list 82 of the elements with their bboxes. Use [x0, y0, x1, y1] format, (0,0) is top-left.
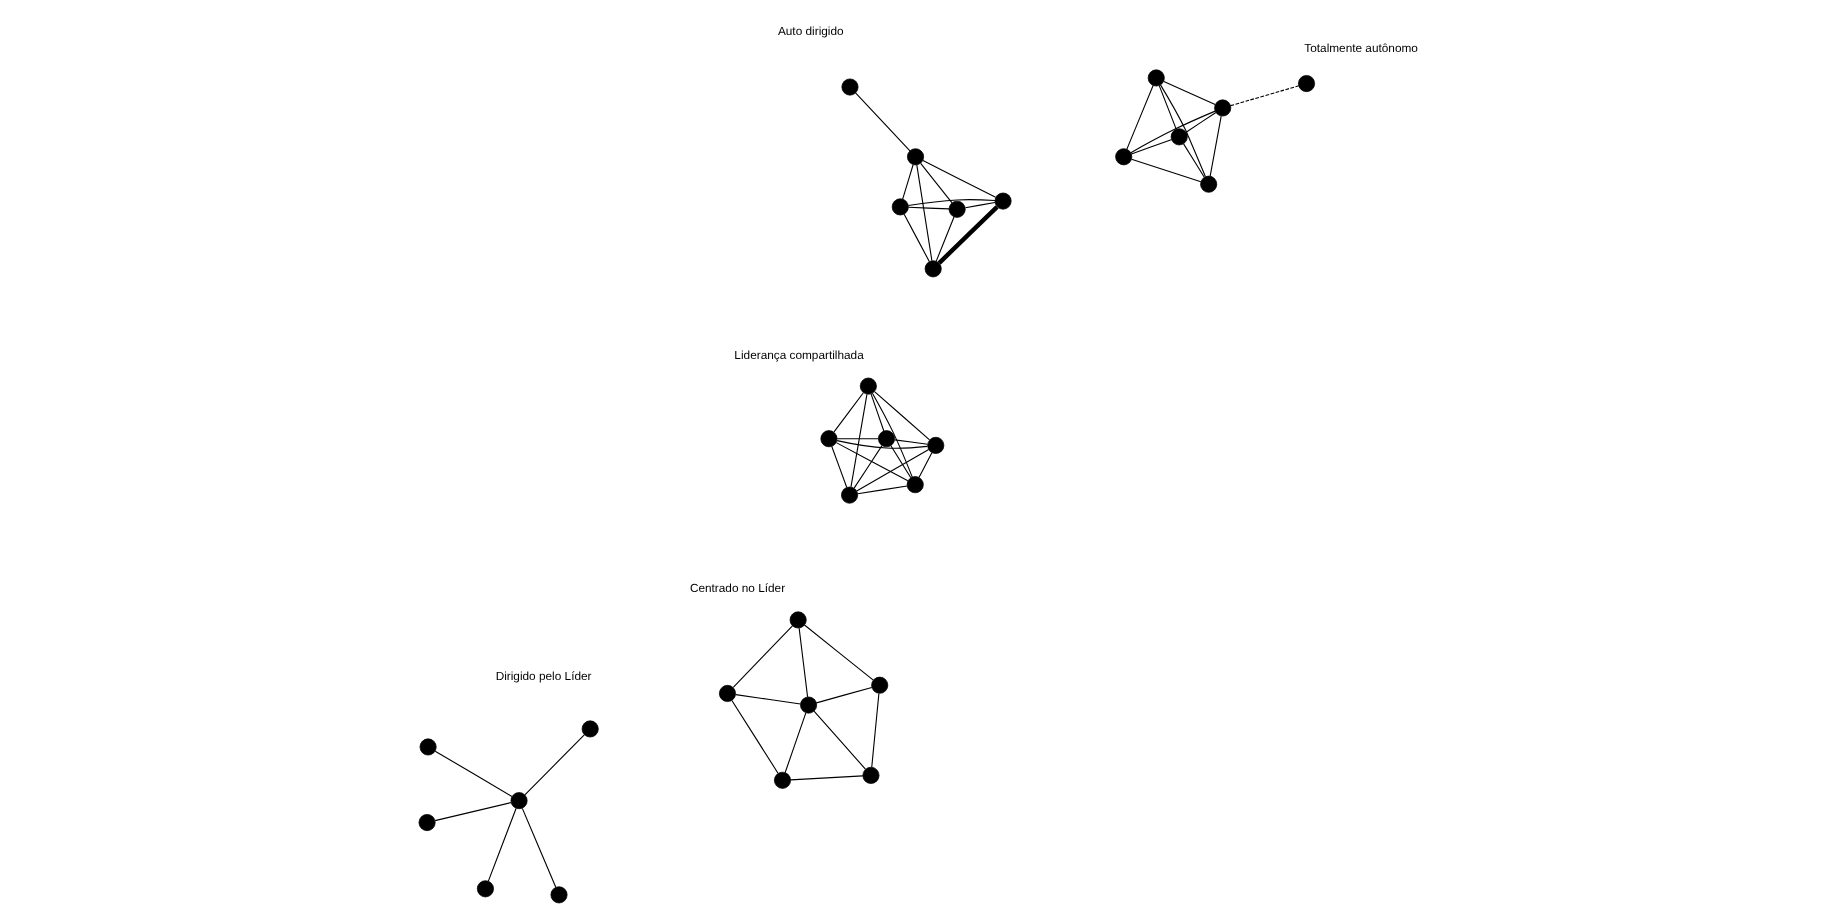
node-circle [1169, 128, 1187, 146]
connector [814, 686, 872, 704]
connector [849, 393, 867, 488]
connector [936, 205, 998, 265]
connector [520, 807, 556, 888]
node-circle [905, 476, 923, 494]
connector [1229, 85, 1299, 107]
connector [1184, 111, 1216, 133]
connector [730, 699, 778, 774]
connector [856, 485, 907, 495]
connector [852, 445, 882, 489]
connector [835, 438, 878, 440]
connector [917, 452, 932, 479]
node-circle [549, 886, 567, 904]
connector [802, 624, 873, 681]
connector [963, 201, 995, 209]
node-circle [580, 720, 598, 738]
connector [915, 164, 932, 262]
node-circle [799, 696, 817, 714]
node-circle [1199, 175, 1217, 193]
connector [906, 206, 949, 210]
connector [1129, 110, 1215, 154]
connector [812, 710, 865, 770]
connector [834, 442, 908, 482]
node-circle [926, 436, 944, 454]
node-circle [475, 880, 493, 898]
node-circle [840, 486, 858, 504]
node-circle [870, 676, 888, 694]
connector [789, 775, 863, 781]
connector [921, 160, 996, 198]
node-circle [947, 200, 965, 218]
connector [1182, 143, 1204, 178]
node-circle [819, 430, 837, 448]
connector [901, 164, 913, 200]
connector [832, 392, 863, 433]
connector [1157, 85, 1176, 130]
connector [1162, 80, 1215, 106]
node-circle [858, 377, 876, 395]
node-circle [890, 198, 908, 216]
connector [1158, 84, 1205, 178]
node-circle [1213, 99, 1231, 117]
connector [893, 439, 928, 445]
connector [889, 445, 911, 479]
connector [855, 448, 929, 492]
connector [934, 216, 954, 262]
connector [830, 445, 847, 488]
node-circle [877, 430, 894, 448]
node-circle [923, 260, 941, 278]
node-circle [509, 792, 527, 810]
node-circle [1146, 69, 1164, 87]
connector [1130, 158, 1201, 183]
connector [734, 694, 801, 705]
node-circle [418, 738, 436, 756]
node-circle [993, 192, 1011, 210]
connector [869, 393, 884, 432]
connector [1208, 115, 1221, 177]
node-circle [1297, 75, 1314, 93]
node-circle [840, 78, 858, 96]
connector [906, 199, 995, 207]
connector [870, 692, 879, 768]
node-circle [718, 684, 735, 702]
connector [902, 213, 929, 263]
connector [870, 392, 912, 478]
connector [797, 627, 808, 698]
connector [433, 750, 512, 797]
connector [1125, 84, 1153, 150]
node-circle [906, 148, 924, 166]
node-circle [788, 611, 806, 629]
connector [854, 92, 910, 152]
node-circle [1114, 148, 1132, 166]
connector [433, 802, 511, 822]
connector [1129, 139, 1171, 155]
connector [783, 712, 806, 774]
connector [919, 162, 952, 204]
node-circle [861, 766, 879, 784]
connector [873, 391, 930, 441]
connector [523, 734, 584, 796]
connector [731, 625, 792, 688]
connector [835, 440, 927, 449]
node-circle [417, 814, 435, 832]
node-circle [773, 771, 790, 789]
connector [486, 807, 516, 882]
